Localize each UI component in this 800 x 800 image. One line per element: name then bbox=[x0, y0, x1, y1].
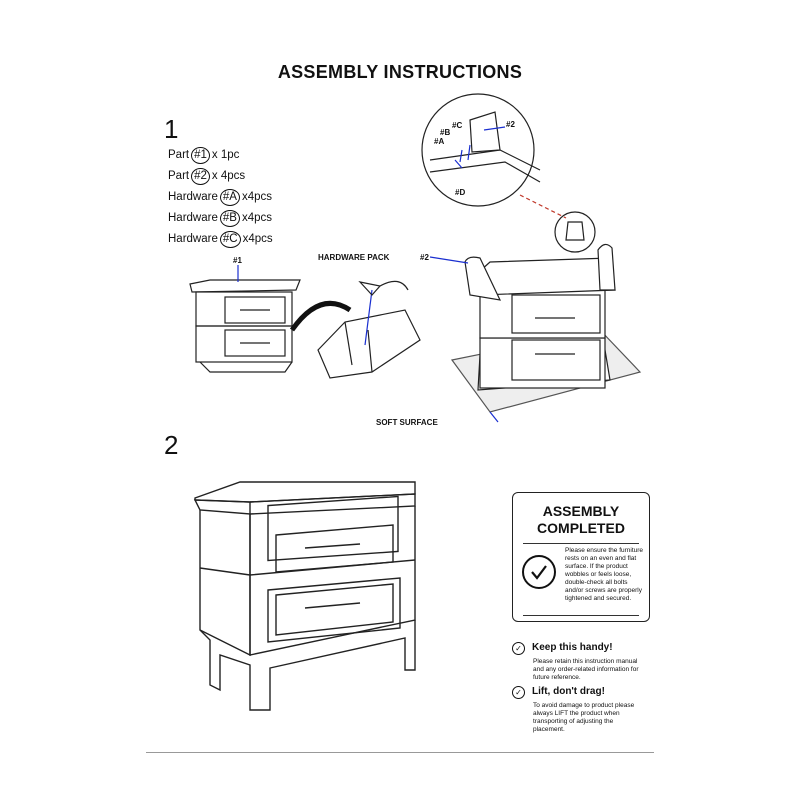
label-soft-surface: SOFT SURFACE bbox=[376, 418, 438, 427]
part-qty: x4pcs bbox=[241, 212, 272, 224]
completed-text: Please ensure the furniture rests on an … bbox=[565, 547, 644, 602]
check-circle-icon: ✓ bbox=[512, 642, 525, 655]
hardware-box-drawing bbox=[317, 280, 421, 379]
part-qty: x4pcs bbox=[241, 191, 272, 203]
label-detail-c: #C bbox=[452, 121, 463, 130]
completed-title-line2: COMPLETED bbox=[537, 520, 625, 536]
nightstand-assembled-drawing bbox=[193, 481, 416, 711]
divider bbox=[523, 543, 639, 544]
part-qty: x 4pcs bbox=[211, 170, 246, 182]
curved-arrow bbox=[289, 300, 352, 332]
part-prefix: Part bbox=[168, 149, 190, 161]
divider bbox=[523, 615, 639, 616]
part-id: #2 bbox=[191, 168, 210, 185]
tip-heading: Lift, don't drag! bbox=[532, 686, 605, 697]
part-id: #A bbox=[219, 189, 240, 206]
label-hardware-pack: HARDWARE PACK bbox=[318, 253, 390, 262]
tip-text: Please retain this instruction manual an… bbox=[533, 658, 639, 681]
completed-title-line1: ASSEMBLY bbox=[542, 503, 620, 519]
label-part-2: #2 bbox=[420, 253, 429, 262]
label-part-1: #1 bbox=[233, 256, 242, 265]
detail-callout-large bbox=[421, 93, 535, 207]
part-id: #B bbox=[219, 210, 240, 227]
part-qty: x4pcs bbox=[242, 233, 273, 245]
footer-divider bbox=[146, 752, 654, 753]
completed-title: ASSEMBLY COMPLETED bbox=[513, 503, 649, 537]
step-1-number: 1 bbox=[164, 114, 179, 144]
label-detail-a: #A bbox=[434, 137, 445, 146]
page-title: ASSEMBLY INSTRUCTIONS bbox=[277, 62, 523, 82]
step-1-illustration bbox=[189, 93, 642, 423]
part-prefix: Hardware bbox=[168, 212, 218, 224]
part-prefix: Hardware bbox=[168, 191, 218, 203]
part-id: #1 bbox=[191, 147, 210, 164]
label-detail-b: #B bbox=[440, 128, 451, 137]
part-prefix: Part bbox=[168, 170, 190, 182]
label-detail-d: #D bbox=[455, 188, 466, 197]
tip-heading: Keep this handy! bbox=[532, 642, 613, 653]
tip-text: To avoid damage to product please always… bbox=[533, 702, 635, 733]
nightstand-upside-down-drawing bbox=[429, 243, 616, 391]
part-id: #C bbox=[219, 231, 241, 248]
label-detail-2: #2 bbox=[506, 120, 515, 129]
assembly-completed-box: ASSEMBLY COMPLETED Please ensure the fur… bbox=[512, 492, 650, 622]
check-circle-icon bbox=[522, 555, 556, 589]
part-prefix: Hardware bbox=[168, 233, 218, 245]
nightstand-small-drawing bbox=[189, 265, 301, 373]
check-circle-icon: ✓ bbox=[512, 686, 525, 699]
step-2-number: 2 bbox=[164, 430, 179, 460]
part-qty: x 1pc bbox=[211, 149, 240, 161]
